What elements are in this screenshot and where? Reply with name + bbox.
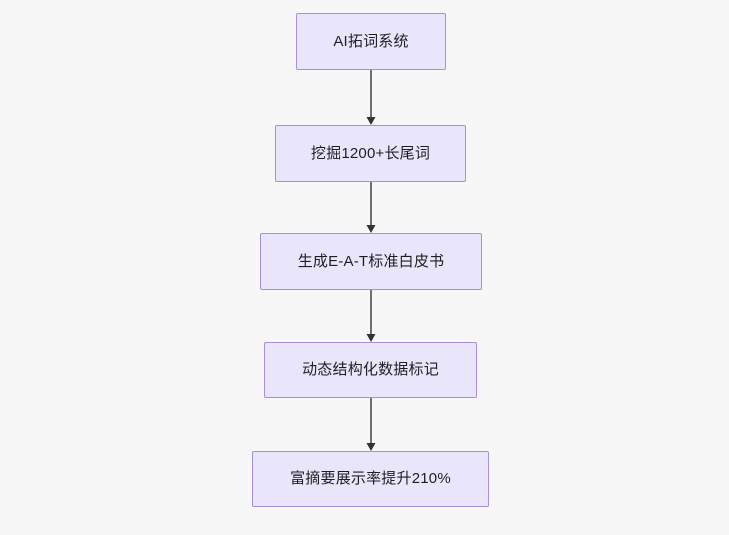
flow-node-ai-keyword-system[interactable]: AI拓词系统 — [296, 13, 446, 70]
flow-node-label: 动态结构化数据标记 — [302, 361, 439, 378]
flow-node-label: 富摘要展示率提升210% — [290, 470, 451, 487]
arrowhead-icon — [366, 334, 376, 342]
arrowhead-icon — [366, 117, 376, 125]
arrowhead-icon — [366, 225, 376, 233]
flow-node-dynamic-structured-data-markup[interactable]: 动态结构化数据标记 — [264, 342, 477, 398]
flow-node-label: 生成E-A-T标准白皮书 — [297, 252, 445, 270]
flow-node-rich-snippet-rate-increase[interactable]: 富摘要展示率提升210% — [252, 451, 489, 507]
flow-node-label: AI拓词系统 — [333, 32, 409, 50]
flow-node-generate-eat-whitepaper[interactable]: 生成E-A-T标准白皮书 — [260, 233, 482, 290]
flow-node-label: 挖掘1200+长尾词 — [310, 144, 431, 162]
arrowhead-icon — [366, 443, 376, 451]
flow-node-mine-longtail-keywords[interactable]: 挖掘1200+长尾词 — [275, 125, 466, 182]
